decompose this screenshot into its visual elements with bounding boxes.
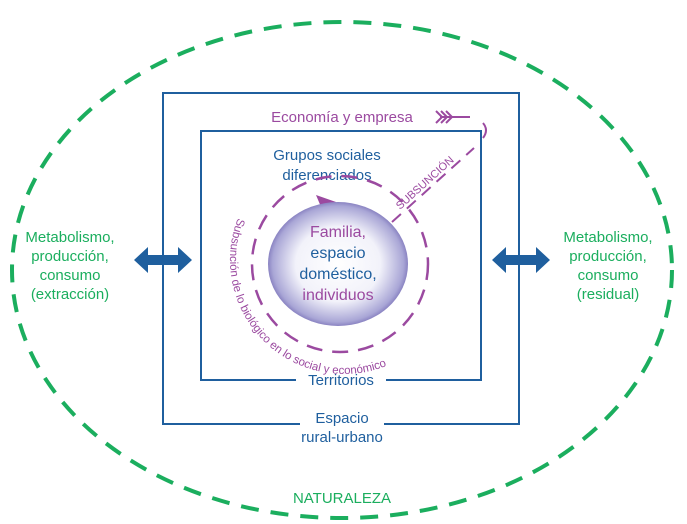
right-label-line1: Metabolismo, <box>563 229 652 246</box>
outer-label-bg <box>300 412 384 432</box>
right-double-arrow-icon <box>492 247 550 273</box>
right-label-line2: producción, <box>569 248 647 265</box>
subsumption-dashed-line <box>391 147 475 223</box>
left-label-line2: producción, <box>31 248 109 265</box>
dashed-cycle-circle <box>250 174 430 354</box>
economy-label: Economía y empresa <box>271 109 413 126</box>
nature-ellipse <box>10 20 674 520</box>
right-label: Metabolismo, producción, consumo (residu… <box>563 229 652 303</box>
groups-label-line2: diferenciados <box>282 167 371 184</box>
center-sphere <box>268 202 408 326</box>
right-label-line4: (residual) <box>577 286 640 303</box>
economy-hook <box>482 122 487 139</box>
outer-box-label-line2: rural-urbano <box>301 429 383 446</box>
fletched-arrow-icon <box>435 110 470 124</box>
subsumption-label: SUBSUNCIÓN <box>393 153 456 212</box>
left-label: Metabolismo, producción, consumo (extrac… <box>25 229 114 303</box>
center-label-line3: doméstico, <box>299 266 376 283</box>
left-label-line1: Metabolismo, <box>25 229 114 246</box>
left-double-arrow-icon <box>134 247 192 273</box>
inner-label-bg <box>296 370 386 390</box>
outer-box-label-line1: Espacio <box>315 410 368 427</box>
center-label-line2: espacio <box>310 245 365 262</box>
nature-label-bg <box>285 486 400 508</box>
left-label-line4: (extracción) <box>31 286 109 303</box>
groups-label-line1: Grupos sociales <box>273 147 381 164</box>
nature-label: NATURALEZA <box>293 490 391 507</box>
center-label-line4: individuos <box>302 287 373 304</box>
subsumption-text: SUBSUNCIÓN <box>393 153 456 212</box>
left-label-line3: consumo <box>40 267 101 284</box>
inner-box-label: Territorios <box>308 372 374 389</box>
center-label-line1: Familia, <box>310 224 366 241</box>
right-label-line3: consumo <box>578 267 639 284</box>
